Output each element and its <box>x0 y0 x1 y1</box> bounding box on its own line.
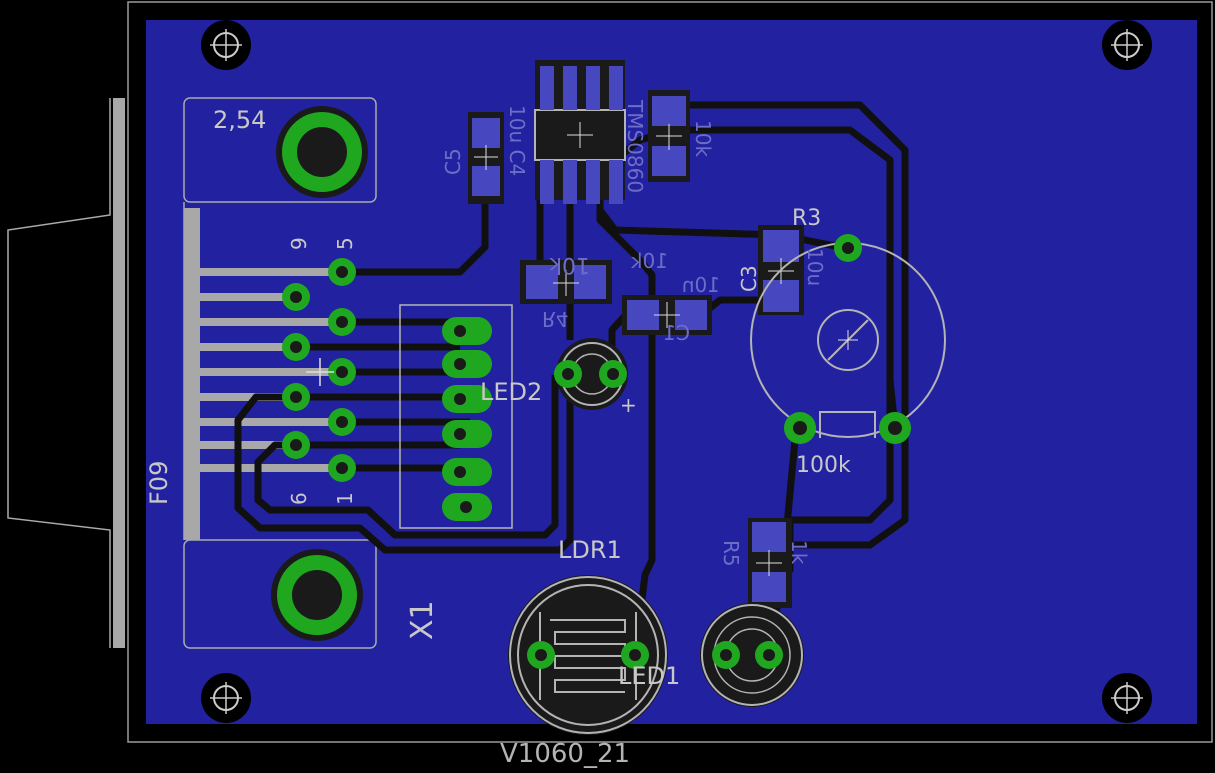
label-pin5: 5 <box>333 237 357 250</box>
board-outline <box>127 1 1213 743</box>
mounting-hole-bottom-left <box>201 673 251 723</box>
led1 <box>700 603 804 707</box>
label-pot-value: 100k <box>796 453 851 478</box>
label-c3: C3 <box>737 265 761 292</box>
label-connector: F09 <box>145 461 173 505</box>
label-r5: R5 <box>719 540 743 567</box>
label-ldr1: LDR1 <box>558 536 622 564</box>
label-board-name: V1060_21 <box>500 739 630 769</box>
header-pads <box>442 317 492 521</box>
label-c4: 10u C4 <box>505 105 529 176</box>
label-r4-value: 10k <box>631 249 668 273</box>
connector-pin-leads <box>200 268 342 472</box>
label-led2: LED2 <box>480 378 542 406</box>
label-c1-value: 10n <box>682 273 720 297</box>
smd-r-top <box>648 90 690 182</box>
label-led1: LED1 <box>618 662 680 690</box>
label-led2-plus: + <box>620 393 637 417</box>
label-pin6: 6 <box>287 492 311 505</box>
label-r4-name: R4 <box>542 307 569 331</box>
label-ic: TMS0860 <box>623 99 647 193</box>
connector-mount-pads <box>271 106 368 641</box>
label-c1-name: C1 <box>663 321 690 345</box>
smd-c5 <box>468 112 504 204</box>
label-r-top: 10k <box>691 120 715 157</box>
smd-c1 <box>622 295 712 335</box>
smd-r4 <box>520 260 612 304</box>
mounting-hole-top-right <box>1102 20 1152 70</box>
mounting-hole-bottom-right <box>1102 673 1152 723</box>
label-spacing: 2,54 <box>213 106 266 134</box>
label-r-top-value: 10k <box>549 252 590 277</box>
connector-pin-bar <box>184 208 200 540</box>
label-pin9: 9 <box>287 237 311 250</box>
ic-tms0860 <box>534 60 626 204</box>
label-pin1: 1 <box>333 492 357 505</box>
header-outline <box>399 304 513 529</box>
label-connector-ref: X1 <box>405 600 440 640</box>
potentiometer-100k <box>750 234 946 444</box>
mounting-hole-top-left <box>201 20 251 70</box>
label-c5: C5 <box>441 148 465 175</box>
label-c3-value: 10u <box>803 248 827 286</box>
label-r5-value: 1k <box>787 540 811 565</box>
ldr1 <box>508 575 668 735</box>
led2 <box>554 338 628 410</box>
smd-r5 <box>748 518 792 608</box>
label-r3: R3 <box>792 206 821 231</box>
connector-shield <box>113 98 125 648</box>
db9-pads <box>282 258 356 482</box>
